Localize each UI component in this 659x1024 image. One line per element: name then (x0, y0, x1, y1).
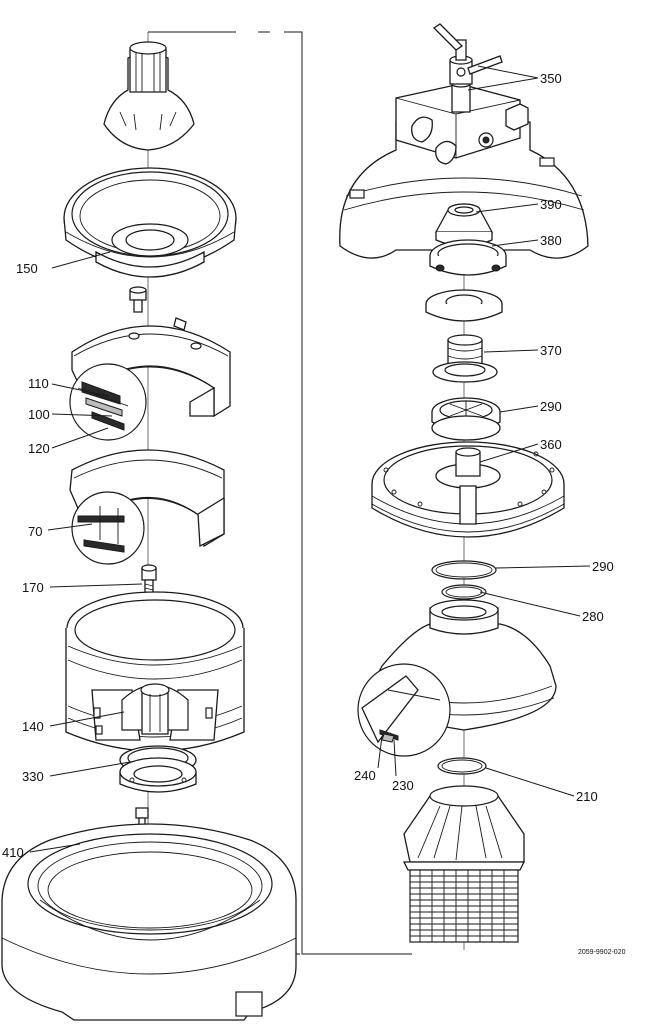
callout-210: 210 (576, 789, 598, 804)
washer-part (425, 289, 503, 322)
drawing-reference-number: 2059-9902-020 (578, 949, 626, 956)
callout-290-upper: 290 (540, 399, 562, 414)
callout-370: 370 (540, 343, 562, 358)
callout-350: 350 (540, 71, 562, 86)
part-370-threaded-sleeve (432, 334, 498, 383)
callout-70: 70 (28, 524, 42, 539)
callout-380: 380 (540, 233, 562, 248)
spindle-coupling-part (103, 41, 195, 151)
part-110-detail-circle (69, 363, 147, 441)
part-290-o-ring (431, 560, 497, 580)
callout-140: 140 (22, 719, 44, 734)
leader-lines (29, 65, 591, 853)
part-290-distributor (431, 397, 501, 441)
disc-stack-lines (410, 870, 518, 942)
callout-110: 110 (28, 376, 49, 391)
callout-labels: 150 110 100 120 70 170 140 330 410 350 3… (2, 71, 614, 860)
callout-240: 240 (354, 768, 376, 783)
callout-120: 120 (28, 441, 50, 456)
part-70-detail-circle (71, 491, 145, 565)
distributor-cone-disc-stack (402, 785, 526, 943)
callout-360: 360 (540, 437, 562, 452)
callout-170: 170 (22, 580, 44, 595)
callout-230: 230 (392, 778, 414, 793)
part-410-base-frame (1, 823, 297, 1021)
part-360-disc-plate (371, 441, 565, 538)
callout-390: 390 (540, 197, 562, 212)
callout-290-lower: 290 (592, 559, 614, 574)
callout-150: 150 (16, 261, 38, 276)
callout-330: 330 (22, 769, 44, 784)
part-330-lock-ring (119, 745, 197, 793)
callout-280: 280 (582, 609, 604, 624)
frame-hood-part (339, 121, 589, 259)
part-380-ring (429, 239, 507, 276)
callout-100: 100 (28, 407, 50, 422)
part-140-bowl-body (65, 591, 245, 752)
bowl-hood-detail-circle (357, 663, 451, 757)
screw-part (129, 286, 147, 313)
part-280-o-ring (441, 584, 487, 600)
part-350-inlet-block (395, 23, 529, 165)
part-210-o-ring (437, 757, 487, 775)
callout-410: 410 (2, 845, 24, 860)
part-150-bowl-cover (63, 167, 237, 278)
part-170-bolt (141, 564, 157, 595)
